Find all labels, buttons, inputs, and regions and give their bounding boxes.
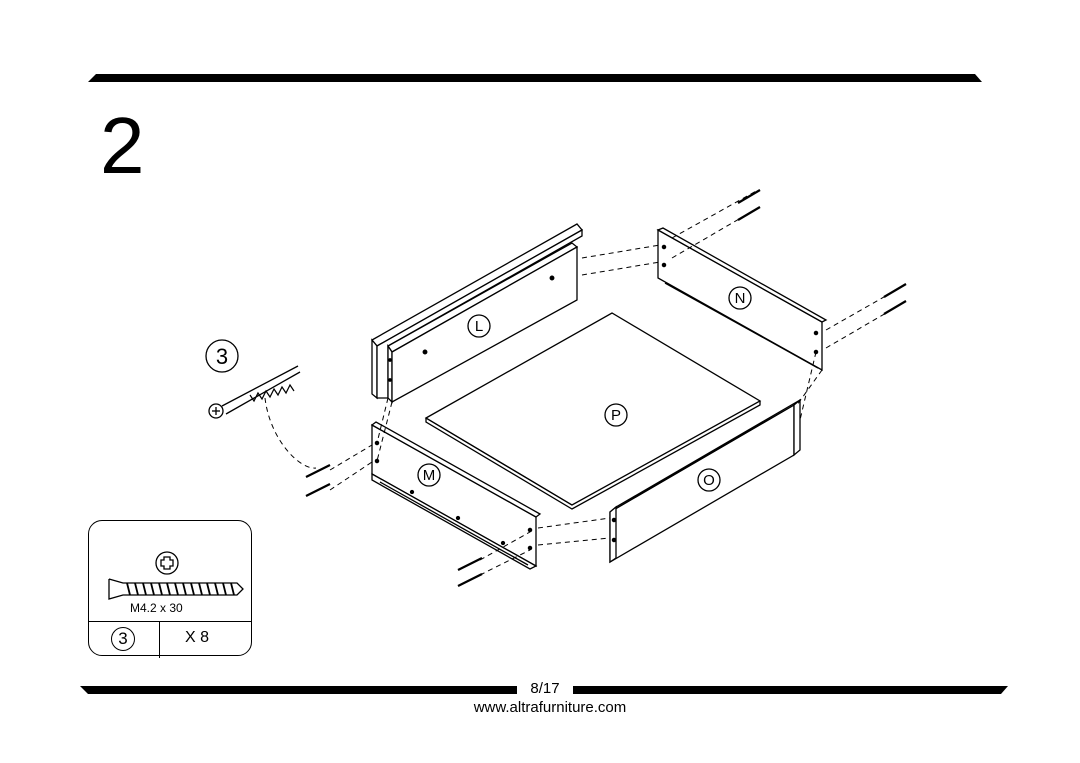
footer-url: www.altrafurniture.com — [473, 699, 627, 716]
part-label-p: P — [611, 407, 621, 424]
screw-callout-label: 3 — [216, 344, 228, 369]
phillips-head-icon — [155, 551, 179, 575]
top-rule — [88, 74, 982, 82]
panel-m — [370, 421, 542, 570]
part-label-n: N — [735, 290, 746, 307]
screw-size-label: M4.2 x 30 — [130, 601, 183, 615]
step-number: 2 — [100, 101, 145, 190]
hardware-divider — [159, 622, 160, 658]
screw-diagram-icon — [108, 578, 244, 600]
part-label-l: L — [475, 318, 483, 335]
hardware-box: M4.2 x 30 3 X 8 — [88, 520, 252, 658]
hardware-part-id: 3 — [111, 627, 135, 651]
screw-illustration — [208, 365, 301, 419]
hardware-quantity: X 8 — [185, 629, 210, 646]
bottom-panel-p — [424, 312, 762, 510]
part-label-o: O — [703, 472, 715, 489]
part-label-circles — [205, 286, 752, 492]
hardware-row: 3 X 8 — [89, 621, 251, 658]
part-label-m: M — [423, 467, 436, 484]
page-number: 8/17 — [530, 680, 560, 697]
screws — [305, 189, 907, 587]
